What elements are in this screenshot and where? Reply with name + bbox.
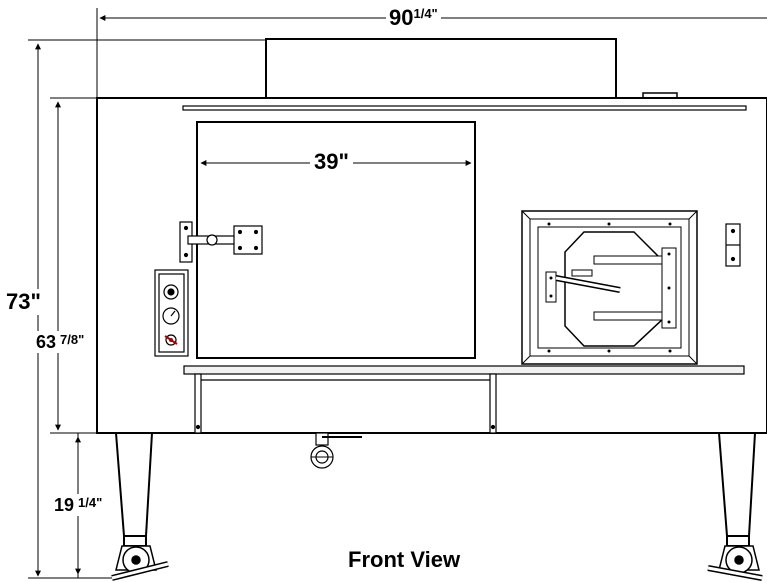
overall-height-label: 73" (6, 289, 41, 315)
leg-height-value: 19 (54, 495, 75, 515)
top-rail (182, 105, 747, 111)
door-width-label: 39" (310, 151, 353, 173)
drain-valve (310, 432, 362, 469)
overall-height-value: 73" (6, 289, 41, 314)
body-height-value: 63 (36, 332, 57, 352)
firebox-door (521, 210, 698, 365)
right-leg (717, 432, 757, 547)
front-shelf (183, 365, 745, 375)
right-caster (707, 545, 763, 581)
body-height-fraction: 7/8" (60, 332, 85, 347)
body-height-dimension (50, 97, 97, 434)
shelf-brackets (194, 373, 497, 434)
side-bracket (725, 223, 741, 267)
diagram-title: Front View (348, 547, 461, 572)
control-panel (154, 269, 189, 357)
overall-width-label: 901/4" (386, 7, 441, 29)
overall-width-value: 90 (389, 5, 414, 30)
left-caster (111, 545, 169, 581)
door-latch (179, 221, 263, 263)
overall-width-fraction: 1/4" (413, 6, 438, 21)
door-width-value: 39" (314, 149, 349, 174)
top-hood (265, 38, 617, 100)
leg-height-fraction: 1/4" (78, 495, 103, 510)
firebox-rivets (547, 222, 672, 353)
left-leg (114, 432, 154, 547)
